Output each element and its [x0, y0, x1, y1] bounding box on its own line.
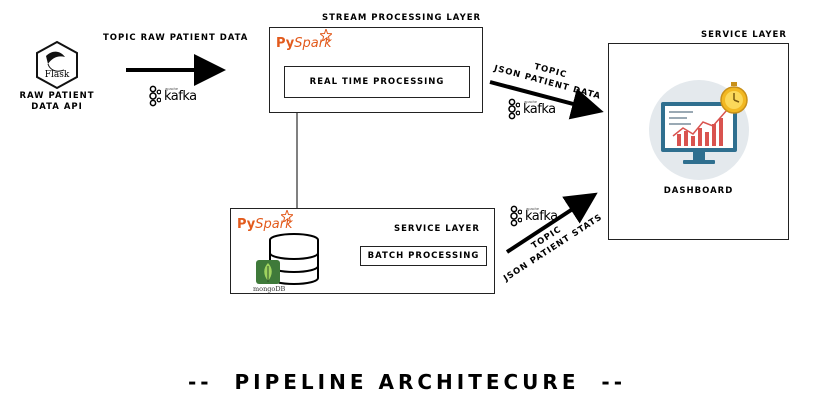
- service-layer-top-title: SERVICE LAYER: [701, 30, 787, 40]
- kafka-icon: [149, 85, 161, 107]
- kafka-small-text: apache: [524, 99, 538, 104]
- kafka-icon: [508, 98, 520, 120]
- kafka-small-text: apache: [165, 86, 179, 91]
- kafka-text: kafka: [523, 102, 556, 117]
- flask-node: Flask: [32, 40, 82, 90]
- kafka-logo-3: apache kafka: [510, 205, 570, 227]
- dashboard-label: DASHBOARD: [663, 186, 734, 196]
- arrow-stream-to-dashboard: [489, 80, 604, 120]
- batch-service-box: PySpark SERVICE LAYER mongoDB BATCH PROC…: [230, 208, 495, 294]
- batch-processing-label: BATCH PROCESSING: [367, 251, 480, 261]
- clock-icon: [720, 82, 748, 114]
- realtime-processing-box: REAL TIME PROCESSING: [284, 66, 470, 98]
- flask-logo-icon: [36, 40, 78, 90]
- stream-layer-title: STREAM PROCESSING LAYER: [322, 13, 482, 23]
- pyspark-py-text: Py: [276, 36, 295, 51]
- pyspark-logo-batch: PySpark: [237, 210, 293, 232]
- dashboard-service-box: DASHBOARD: [608, 43, 789, 240]
- pyspark-py-text: Py: [237, 217, 256, 232]
- batch-processing-box: BATCH PROCESSING: [360, 246, 487, 266]
- arrow-batch-to-dashboard: [505, 192, 598, 254]
- kafka-small-text: apache: [526, 206, 540, 211]
- kafka-logo-1: apache kafka: [149, 85, 209, 107]
- service-layer-bottom-title: SERVICE LAYER: [394, 224, 480, 234]
- kafka-text: kafka: [525, 209, 558, 224]
- stream-processing-box: PySpark REAL TIME PROCESSING: [269, 27, 483, 113]
- spark-star-icon: [320, 29, 332, 41]
- spark-star-icon: [281, 210, 293, 222]
- topic-raw-label: TOPIC RAW PATIENT DATA: [103, 33, 249, 43]
- pyspark-logo-stream: PySpark: [276, 29, 332, 51]
- kafka-logo-2: apache kafka: [508, 98, 568, 120]
- flask-label-line2: DATA API: [31, 102, 83, 112]
- kafka-icon: [510, 205, 522, 227]
- realtime-processing-label: REAL TIME PROCESSING: [309, 77, 445, 87]
- kafka-text: kafka: [164, 89, 197, 104]
- pipeline-title: -- PIPELINE ARCHITECURE --: [187, 370, 627, 394]
- mongodb-leaf-icon: [256, 260, 280, 284]
- flask-label-line1: RAW PATIENT: [19, 91, 95, 101]
- flask-logo-text: Flask: [44, 70, 70, 80]
- mongodb-text: mongoDB: [253, 285, 286, 293]
